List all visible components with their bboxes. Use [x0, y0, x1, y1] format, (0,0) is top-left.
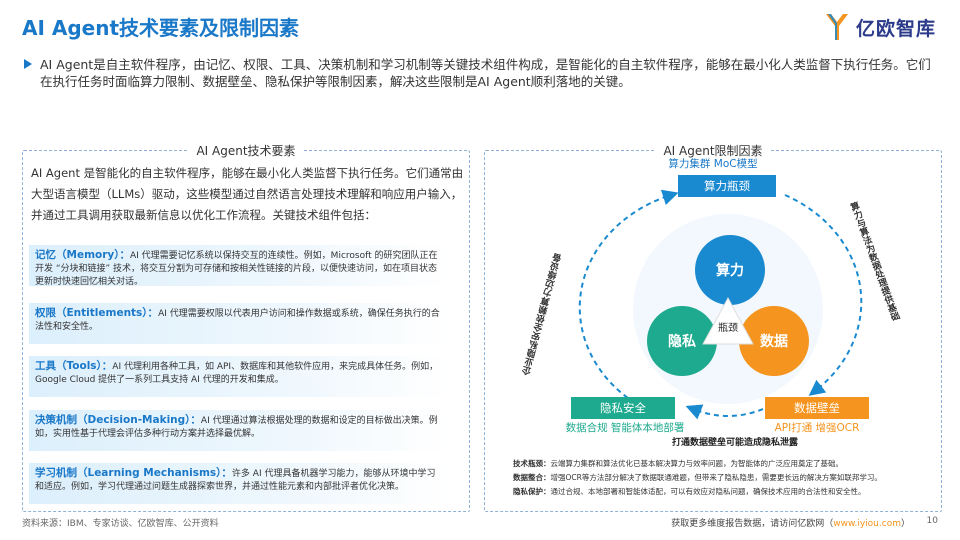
- tech-item-head: 记忆（Memory）：: [35, 249, 130, 261]
- note-key: 数据整合：: [513, 473, 551, 482]
- bottom-caption: 打通数据壁垒可能造成隐私泄露: [671, 438, 798, 448]
- note-row: 技术瓶颈：云端算力集群和算法优化已基本解决算力与效率问题，为智能体的广泛应用奠定…: [513, 457, 933, 471]
- note-row: 数据整合：增强OCR等方法部分解决了数据联通难题，但带来了隐私隐患，需要更长远的…: [513, 471, 933, 485]
- limitations-title: AI Agent限制因素: [655, 142, 771, 159]
- tech-elements-intro: AI Agent 是智能化的自主软件程序，能够在最小化人类监督下执行任务。它们通…: [31, 166, 464, 222]
- tech-item-body: AI 代理通过算法根据处理的数据和设定的目标做出决策。例如，实用性基于代理会评估…: [35, 416, 438, 439]
- note-value: 通过合规、本地部署和智能体适配，可以有效应对隐私问题，确保技术应用的合法性和安全…: [550, 487, 866, 496]
- limitations-notes: 技术瓶颈：云端算力集群和算法优化已基本解决算力与效率问题，为智能体的广泛应用奠定…: [513, 457, 933, 499]
- tech-item-decision-making: 决策机制（Decision-Making）：AI 代理通过算法根据处理的数据和设…: [29, 410, 449, 451]
- page-title: AI Agent技术要素及限制因素: [22, 16, 300, 40]
- right-arc-arrow: [784, 194, 863, 396]
- note-row: 隐私保护：通过合规、本地部署和智能体适配，可以有效应对隐私问题，确保技术应用的合…: [513, 485, 933, 499]
- intro-paragraph: AI Agent是自主软件程序，由记忆、权限、工具、决策机制和学习机制等关键技术…: [24, 56, 940, 90]
- logo: 亿欧智库: [824, 10, 936, 44]
- tech-item-body: AI 代理需要权限以代表用户访问和操作数据或系统，确保任务执行的合法性和安全性。: [35, 309, 440, 332]
- data-barrier-box: 数据壁垒: [765, 397, 869, 419]
- source-footnote: 资料来源：IBM、专家访谈、亿欧智库、公开资料: [22, 519, 219, 529]
- left-arc-arrow: [578, 189, 679, 404]
- note-key: 隐私保护：: [513, 487, 551, 496]
- data-caption: API打通 增强OCR: [774, 422, 860, 434]
- tech-item-head: 权限（Entitlements）：: [35, 307, 159, 319]
- tech-elements-panel: AI Agent技术要素 AI Agent 是智能化的自主软件程序，能够在最小化…: [22, 142, 470, 512]
- footer-url-link[interactable]: www.iyiou.com: [833, 519, 901, 529]
- data-circle: 数据: [739, 306, 809, 376]
- tech-item-entitlements: 权限（Entitlements）：AI 代理需要权限以代表用户访问和操作数据或系…: [29, 303, 449, 344]
- intro-text: AI Agent是自主软件程序，由记忆、权限、工具、决策机制和学习机制等关键技术…: [40, 57, 931, 89]
- center-triangle-icon: [702, 296, 754, 345]
- tech-item-body: 许多 AI 代理具备机器学习能力，能够从环境中学习和适应。例如，学习代理通过问题…: [35, 469, 436, 492]
- bottom-arc-arrow: [685, 404, 764, 420]
- footer-suffix: ）: [900, 519, 910, 529]
- tech-item-head: 工具（Tools）：: [35, 360, 113, 372]
- bullet-triangle-icon: [24, 59, 32, 69]
- tech-item-tools: 工具（Tools）：AI 代理利用各种工具，如 API、数据库和其他软件应用，来…: [29, 356, 449, 397]
- footer-prefix: 获取更多维度报告数据，请访问亿欧网（: [671, 519, 834, 529]
- tech-item-learning: 学习机制（Learning Mechanisms）：许多 AI 代理具备机器学习…: [29, 463, 449, 504]
- page-number: 10: [926, 516, 938, 526]
- privacy-security-box: 隐私安全: [571, 397, 675, 419]
- note-value: 云端算力集群和算法优化已基本解决算力与效率问题，为智能体的广泛应用奠定了基础。: [550, 459, 844, 468]
- limitations-subtitle: 算力集群 MoC模型: [668, 158, 758, 170]
- tech-elements-title: AI Agent技术要素: [188, 142, 304, 159]
- tech-item-head: 决策机制（Decision-Making）：: [35, 414, 201, 426]
- compute-circle: 算力: [695, 235, 765, 305]
- bottleneck-center-label: 瓶颈: [718, 323, 738, 334]
- tech-item-head: 学习机制（Learning Mechanisms）：: [35, 467, 232, 479]
- limitations-panel: AI Agent限制因素 算力集群 MoC模型 算力瓶颈 算力 隐私 数据 瓶颈…: [484, 142, 942, 512]
- note-value: 增强OCR等方法部分解决了数据联通难题，但带来了隐私隐患，需要更长远的解决方案如…: [550, 473, 882, 482]
- tech-item-memory: 记忆（Memory）：AI 代理需要记忆系统以保持交互的连续性。例如，Micro…: [29, 245, 449, 286]
- logo-text: 亿欧智库: [855, 17, 936, 40]
- note-key: 技术瓶颈：: [513, 459, 551, 468]
- tech-item-body: AI 代理利用各种工具，如 API、数据库和其他软件应用，来完成具体任务。例如，…: [35, 362, 439, 385]
- yiou-logo-icon: [825, 14, 848, 40]
- tech-item-body: AI 代理需要记忆系统以保持交互的连续性。例如，Microsoft 的研究团队正…: [35, 251, 438, 286]
- compute-bottleneck-box: 算力瓶颈: [678, 175, 776, 197]
- footer-link-text: 获取更多维度报告数据，请访问亿欧网（www.iyiou.com）: [671, 516, 910, 529]
- privacy-caption: 数据合规 智能体本地部署: [565, 422, 685, 434]
